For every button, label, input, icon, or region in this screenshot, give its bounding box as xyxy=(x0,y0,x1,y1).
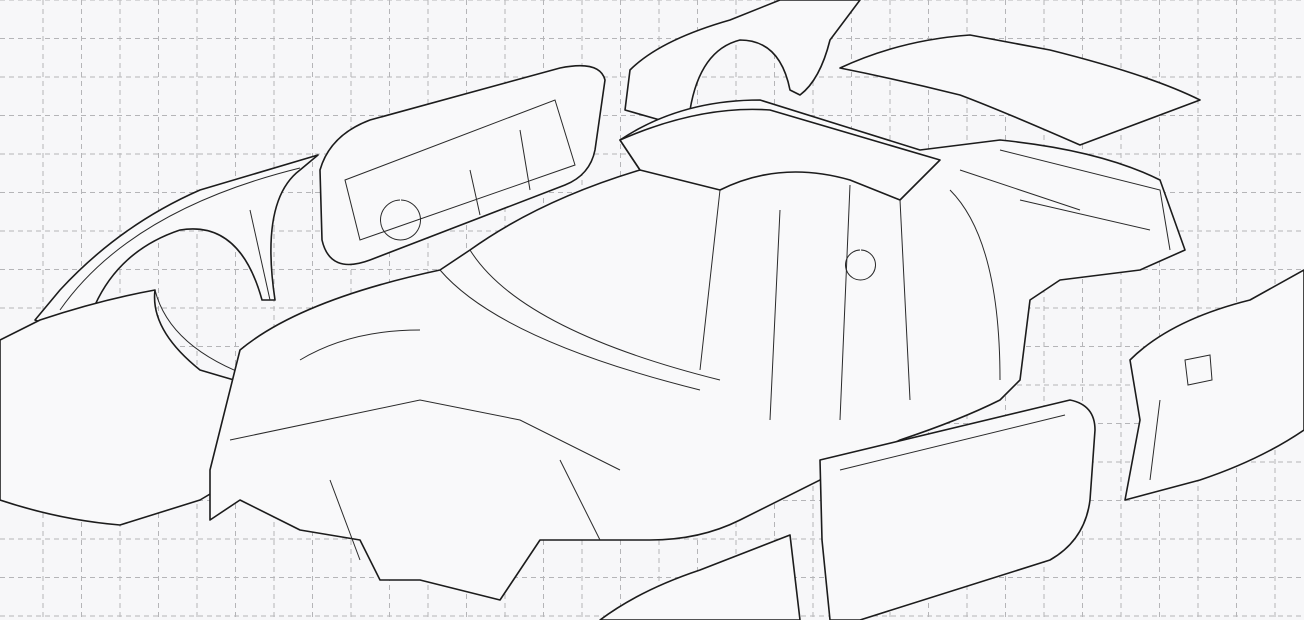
rear-quarter-panel-icon xyxy=(1124,269,1304,501)
car-body-shell-icon xyxy=(209,99,1186,601)
front-fender-left-icon xyxy=(34,154,319,331)
front-bumper-panel-icon xyxy=(599,534,801,620)
roof-panel-icon xyxy=(839,34,1201,146)
rear-fender-top-icon xyxy=(624,0,861,121)
door-outer-panel-icon xyxy=(819,399,1096,620)
door-inner-panel-icon xyxy=(319,64,606,266)
